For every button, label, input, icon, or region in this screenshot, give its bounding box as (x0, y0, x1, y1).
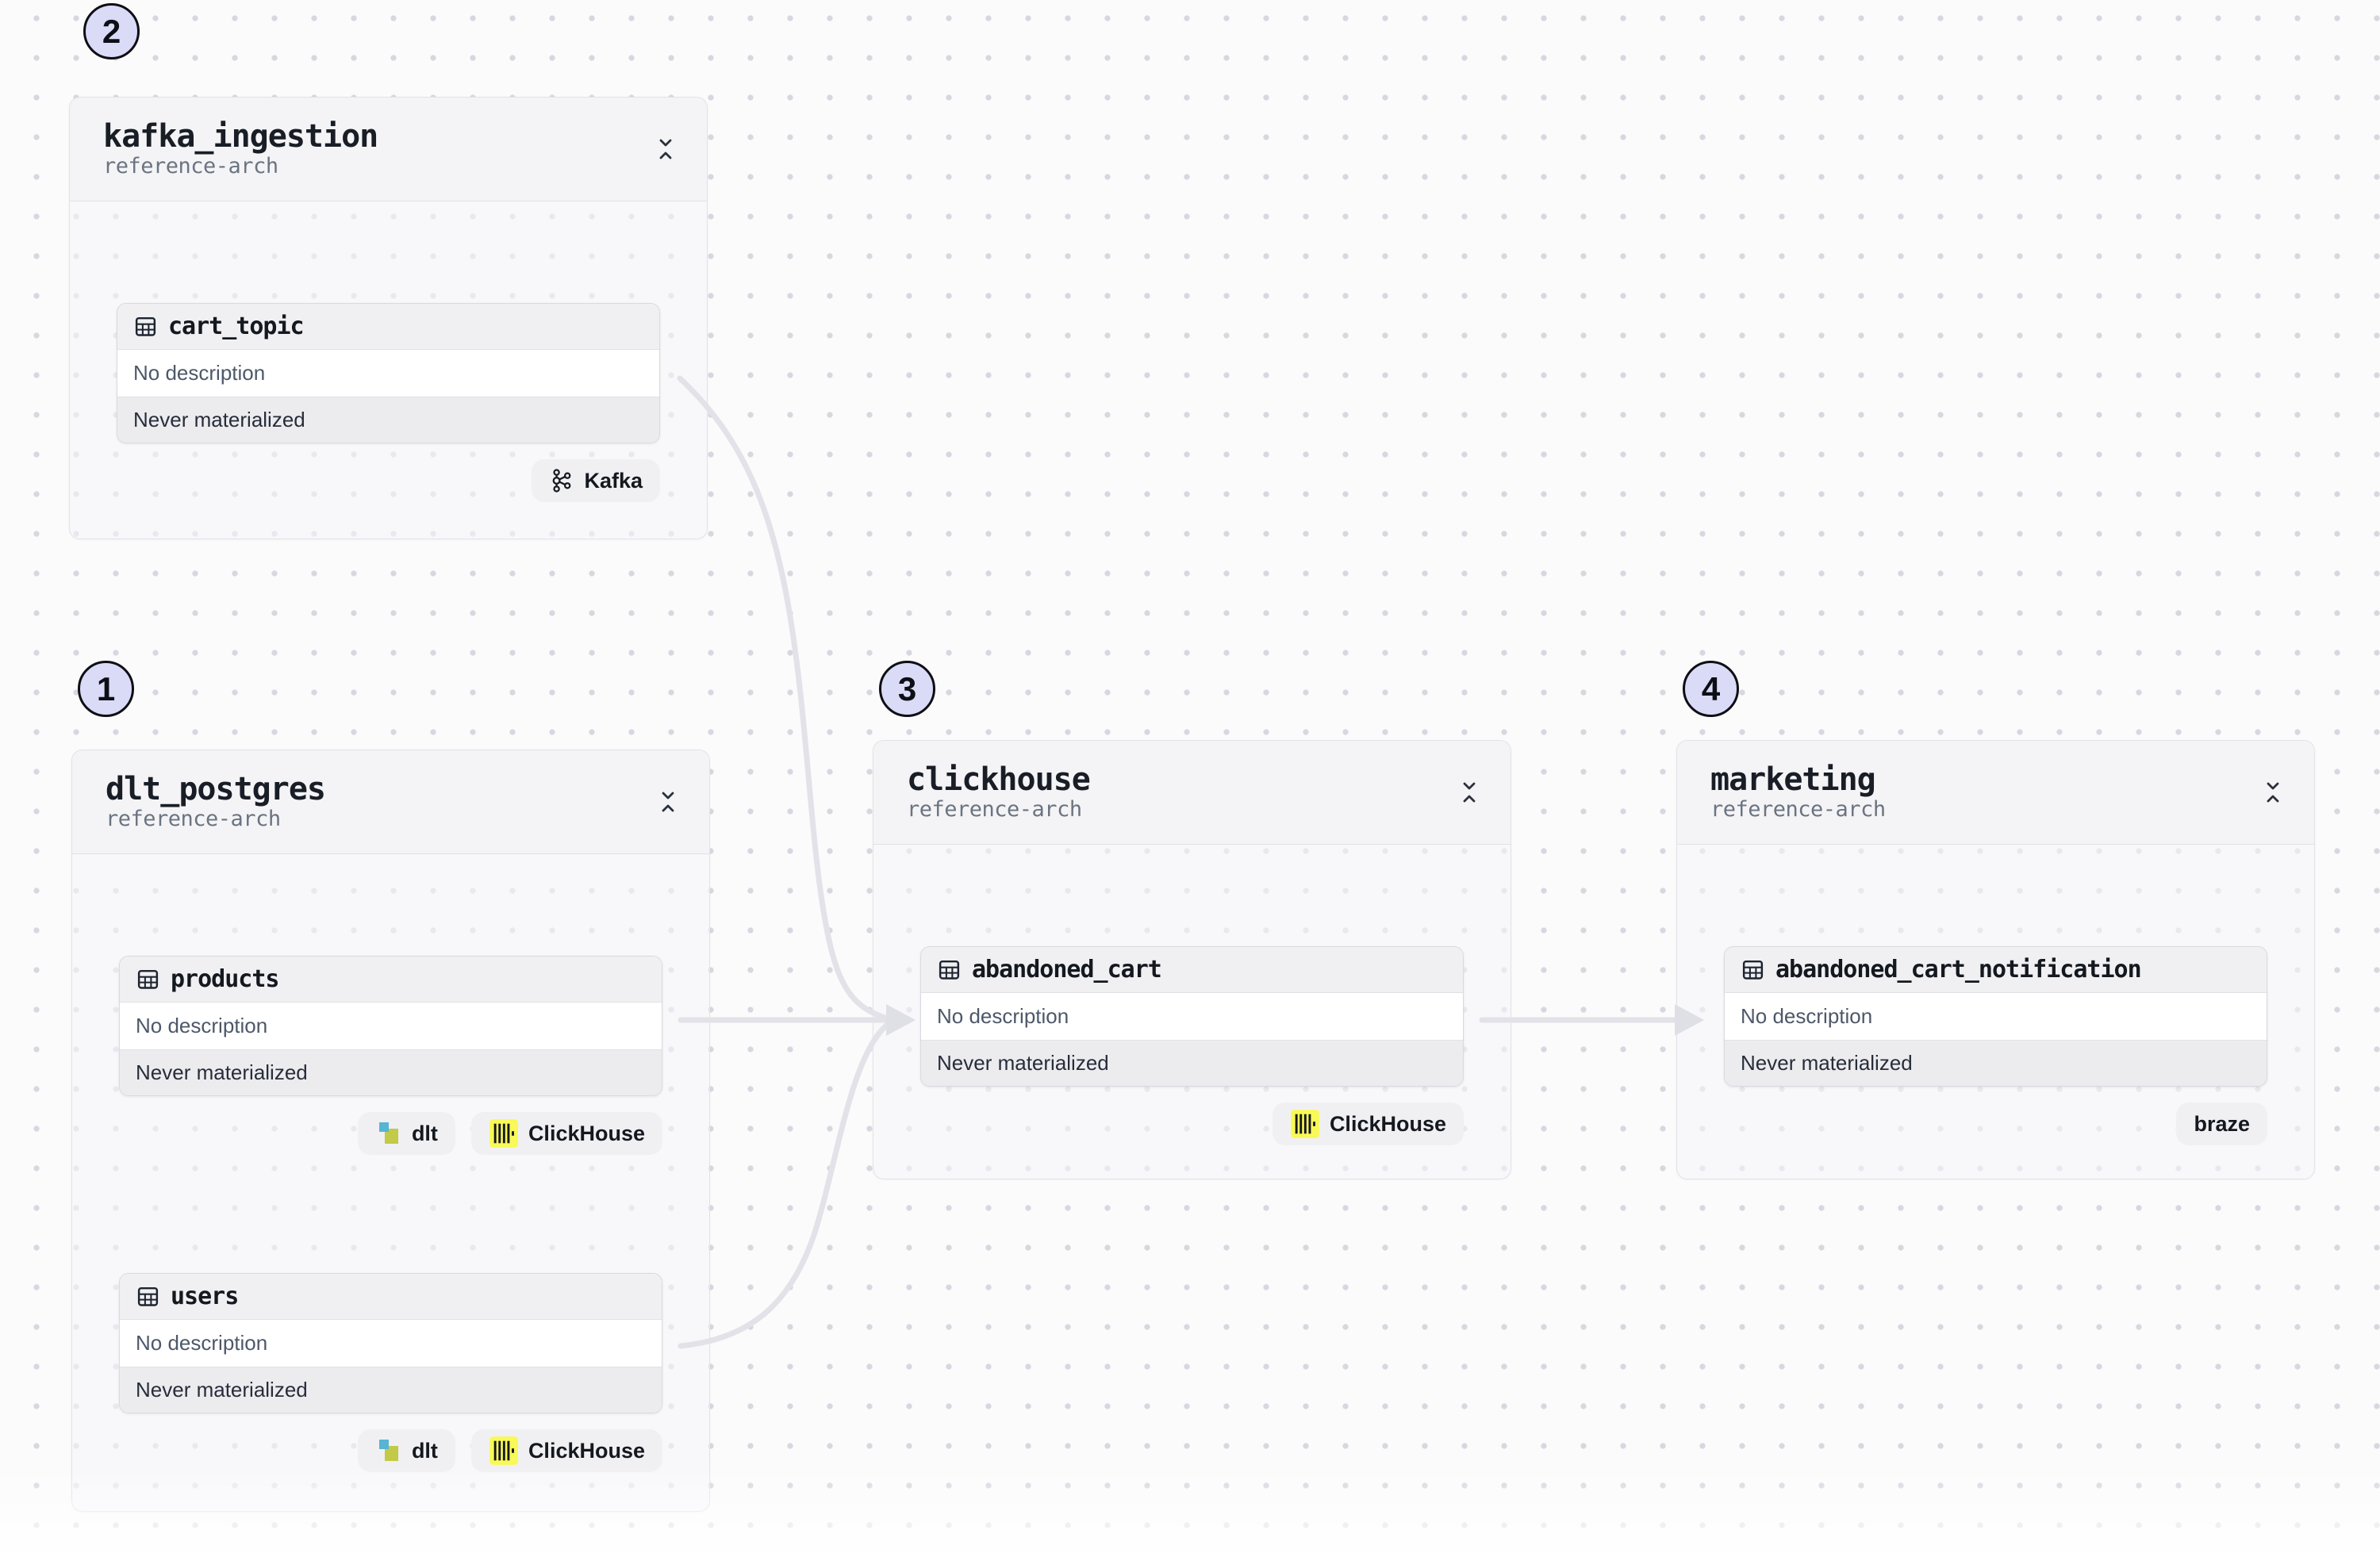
group-header-dlt_postgres[interactable]: dlt_postgres reference-arch (72, 750, 709, 854)
asset-card-cart_topic[interactable]: cart_topic No description Never material… (117, 303, 660, 443)
asset-card-header: users (120, 1274, 662, 1320)
group-number-badge-3: 3 (879, 661, 935, 717)
asset-card-header: abandoned_cart (921, 947, 1463, 993)
group-titles: marketing reference-arch (1710, 762, 1886, 823)
table-icon (1742, 960, 1764, 980)
asset-tag-row: ClickHouse (920, 1102, 1464, 1145)
collapse-group-button[interactable] (654, 785, 682, 819)
collapse-group-button[interactable] (651, 132, 680, 166)
kafka-icon (553, 469, 571, 493)
tag-label: dlt (411, 1121, 438, 1145)
edge-users-abandoned_cart (678, 1019, 893, 1349)
asset-tag-row: braze (1724, 1102, 2267, 1145)
tag-label: ClickHouse (1329, 1111, 1446, 1136)
asset-status: Never materialized (117, 397, 659, 443)
clickhouse-icon (489, 1119, 518, 1148)
asset-status: Never materialized (120, 1049, 662, 1095)
group-header-marketing[interactable]: marketing reference-arch (1677, 741, 2314, 845)
group-subtitle: reference-arch (1710, 796, 1886, 822)
group-header-kafka_ingestion[interactable]: kafka_ingestion reference-arch (70, 98, 707, 201)
asset-node-cart_topic: cart_topic No description Never material… (117, 303, 660, 502)
table-icon (135, 316, 156, 336)
asset-name: cart_topic (168, 313, 305, 340)
asset-card-products[interactable]: products No description Never materializ… (119, 956, 662, 1096)
asset-status: Never materialized (921, 1040, 1463, 1086)
asset-name: abandoned_cart (972, 956, 1162, 984)
group-number-badge-1: 1 (78, 661, 134, 717)
group-title: kafka_ingestion (103, 117, 378, 155)
tag-clickhouse[interactable]: ClickHouse (470, 1429, 662, 1472)
asset-node-products: products No description Never materializ… (119, 956, 662, 1155)
group-title: dlt_postgres (106, 770, 326, 807)
group-subtitle: reference-arch (103, 153, 278, 178)
edge-cart_topic-abandoned_cart (677, 375, 893, 1022)
asset-tag-row: dlt ClickHouse (119, 1112, 662, 1155)
collapse-vertical-icon (659, 139, 672, 159)
tag-label: ClickHouse (528, 1438, 645, 1463)
group-number-badge-4: 4 (1683, 661, 1739, 717)
collapse-group-button[interactable] (2259, 776, 2287, 809)
collapse-vertical-icon (1463, 782, 1476, 803)
asset-status: Never materialized (1725, 1040, 2267, 1086)
asset-description: No description (921, 993, 1463, 1040)
asset-tag-row: Kafka (117, 459, 660, 502)
group-number-badge-2: 2 (83, 3, 140, 59)
group-titles: kafka_ingestion reference-arch (103, 119, 378, 179)
group-titles: dlt_postgres reference-arch (106, 770, 326, 832)
tag-dlt[interactable]: dlt (357, 1112, 455, 1155)
asset-tag-row: dlt ClickHouse (119, 1429, 662, 1472)
tag-dlt[interactable]: dlt (357, 1429, 455, 1472)
group-subtitle: reference-arch (907, 796, 1082, 822)
group-subtitle: reference-arch (106, 806, 281, 831)
asset-description: No description (117, 350, 659, 397)
asset-card-header: products (120, 957, 662, 1003)
asset-description: No description (1725, 993, 2267, 1040)
asset-name: products (171, 965, 279, 993)
tag-label: Kafka (584, 468, 643, 493)
group-title: clickhouse (907, 761, 1091, 798)
tag-label: dlt (411, 1438, 438, 1463)
asset-description: No description (120, 1003, 662, 1049)
asset-name: abandoned_cart_notification (1775, 956, 2142, 984)
tag-kafka[interactable]: Kafka (532, 459, 660, 502)
asset-status: Never materialized (120, 1367, 662, 1413)
collapse-vertical-icon (662, 792, 674, 812)
asset-description: No description (120, 1320, 662, 1367)
tag-clickhouse[interactable]: ClickHouse (1272, 1102, 1464, 1145)
collapse-vertical-icon (2267, 782, 2279, 803)
clickhouse-icon (1291, 1110, 1319, 1138)
tag-clickhouse[interactable]: ClickHouse (470, 1112, 662, 1155)
dlt-icon (378, 1440, 398, 1461)
group-header-clickhouse[interactable]: clickhouse reference-arch (873, 741, 1511, 845)
table-icon (137, 969, 159, 989)
tag-braze[interactable]: braze (2176, 1102, 2267, 1145)
asset-node-users: users No description Never materialized … (119, 1273, 662, 1472)
group-title: marketing (1710, 761, 1876, 798)
collapse-group-button[interactable] (1455, 776, 1484, 809)
asset-card-header: cart_topic (117, 304, 659, 350)
table-icon (939, 960, 960, 980)
asset-card-header: abandoned_cart_notification (1725, 947, 2267, 993)
table-icon (137, 1286, 159, 1306)
asset-node-abandoned_cart_notification: abandoned_cart_notification No descripti… (1724, 946, 2267, 1145)
dlt-icon (378, 1122, 398, 1144)
tag-label: ClickHouse (528, 1121, 645, 1145)
tag-label: braze (2194, 1111, 2250, 1136)
asset-card-abandoned_cart_notification[interactable]: abandoned_cart_notification No descripti… (1724, 946, 2267, 1087)
asset-name: users (171, 1283, 239, 1310)
group-titles: clickhouse reference-arch (907, 761, 1091, 823)
asset-card-users[interactable]: users No description Never materialized (119, 1273, 662, 1413)
clickhouse-icon (489, 1436, 518, 1465)
asset-node-abandoned_cart: abandoned_cart No description Never mate… (920, 946, 1464, 1145)
asset-card-abandoned_cart[interactable]: abandoned_cart No description Never mate… (920, 946, 1464, 1087)
